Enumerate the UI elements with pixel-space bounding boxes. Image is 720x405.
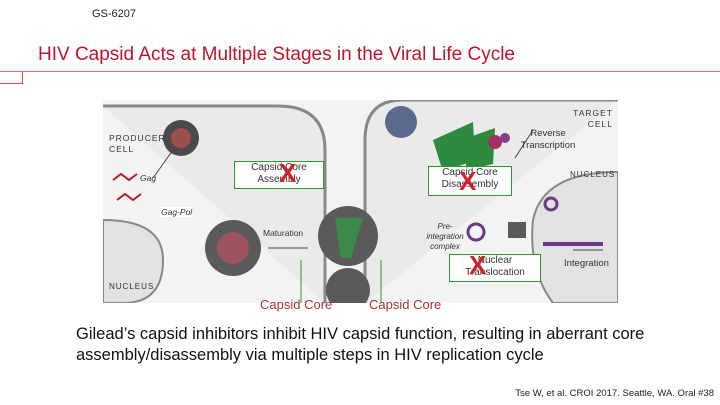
entering-virion: [385, 106, 417, 138]
mature-virion-bottom: [326, 268, 370, 312]
slide-title: HIV Capsid Acts at Multiple Stages in th…: [38, 44, 515, 65]
nuclear-translocation-box: Nuclear Translocation: [449, 254, 541, 282]
producer-cell-label: PRODUCER CELL: [109, 133, 166, 154]
block-mark-translocation: X: [469, 250, 487, 280]
citation: Tse W, et al. CROI 2017. Seattle, WA. Or…: [515, 388, 714, 399]
rt-complex: [488, 135, 502, 149]
pic-marker: [466, 222, 486, 242]
target-cell-label: TARGET CELL: [573, 108, 613, 129]
target-nucleus: [531, 170, 619, 304]
rna-strand: [112, 172, 138, 182]
producer-cell-membrane: [103, 104, 327, 303]
capsid-core-right-label: Capsid Core: [369, 297, 442, 312]
capsid-core-left-label: Capsid Core: [260, 297, 333, 312]
nuclear-translocation-label: Nuclear Translocation: [465, 255, 525, 278]
producer-nucleus: [102, 218, 165, 304]
capsid-core-cone-2: [461, 128, 495, 170]
arrow-rt: [514, 129, 534, 159]
capsid-core-cone: [433, 122, 475, 172]
mature-core-top: [335, 218, 363, 258]
nucleus-right-label: NUCLEUS: [570, 170, 616, 179]
target-cell-membrane: [363, 98, 618, 303]
capsid-core-disassembly-label: Capsid Core Disassembly: [441, 167, 499, 190]
capsid-core-assembly-box: Capsid Core Assembly: [234, 161, 324, 189]
integrated-dna-marker: [543, 196, 559, 212]
block-mark-assembly: X: [279, 158, 297, 188]
slide-code: GS-6207: [92, 8, 137, 20]
accent-box: [0, 72, 23, 84]
capsid-core-disassembly-box: Capsid Core Disassembly: [428, 166, 512, 196]
summary-statement: Gilead’s capsid inhibitors inhibit HIV c…: [76, 325, 645, 364]
hiv-life-cycle-diagram: PRODUCER CELL TARGET CELL Reverse Transc…: [102, 98, 619, 312]
capsid-core-assembly-label: Capsid Core Assembly: [251, 162, 307, 185]
block-mark-disassembly: X: [459, 166, 477, 196]
nuclear-pore: [508, 222, 526, 238]
maturation-label: Maturation: [263, 228, 304, 238]
pre-integration-complex-label: Pre-integration complex: [426, 222, 464, 251]
gag-label: Gag: [140, 173, 157, 183]
rna-strand-2: [116, 192, 142, 202]
reverse-transcription-label: Reverse Transcription: [520, 128, 576, 151]
nucleus-left-label: NUCLEUS: [109, 282, 155, 291]
diagram-artwork: [102, 98, 619, 312]
title-divider: [0, 71, 720, 72]
arrow-gag: [152, 149, 174, 179]
gag-pol-label: Gag-Pol: [161, 207, 193, 217]
integration-label: Integration: [564, 258, 609, 269]
